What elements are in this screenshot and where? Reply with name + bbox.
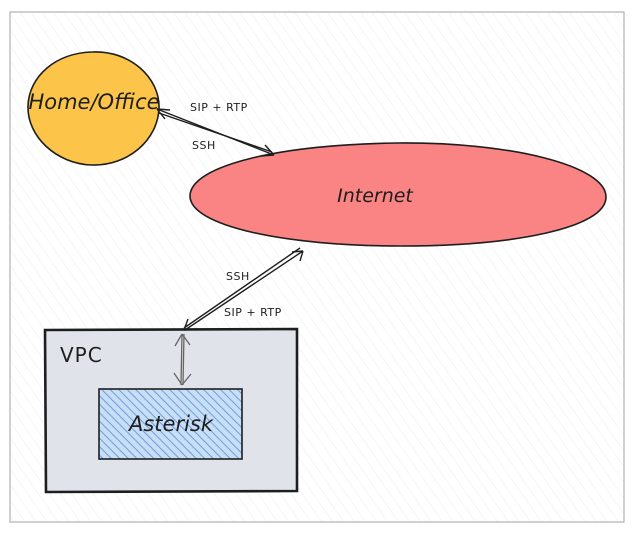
home-internet-connector (156, 108, 275, 157)
internet-label: Internet (337, 185, 414, 207)
vpc-label: VPC (60, 343, 103, 367)
vpc-asterisk-connector (173, 333, 192, 386)
internet-vpc-top-label: SSH (226, 270, 250, 283)
home-internet-bottom-label: SSH (192, 139, 216, 152)
home-office-label: Home/Office (28, 90, 159, 114)
internet-vpc-connector (183, 247, 304, 331)
home-office-node: Home/Office (27, 51, 160, 166)
asterisk-node: Asterisk (98, 388, 243, 460)
asterisk-label: Asterisk (127, 412, 214, 436)
internet-node: Internet (189, 142, 607, 247)
internet-vpc-bottom-label: SIP + RTP (224, 306, 282, 319)
home-internet-top-label: SIP + RTP (190, 101, 248, 114)
